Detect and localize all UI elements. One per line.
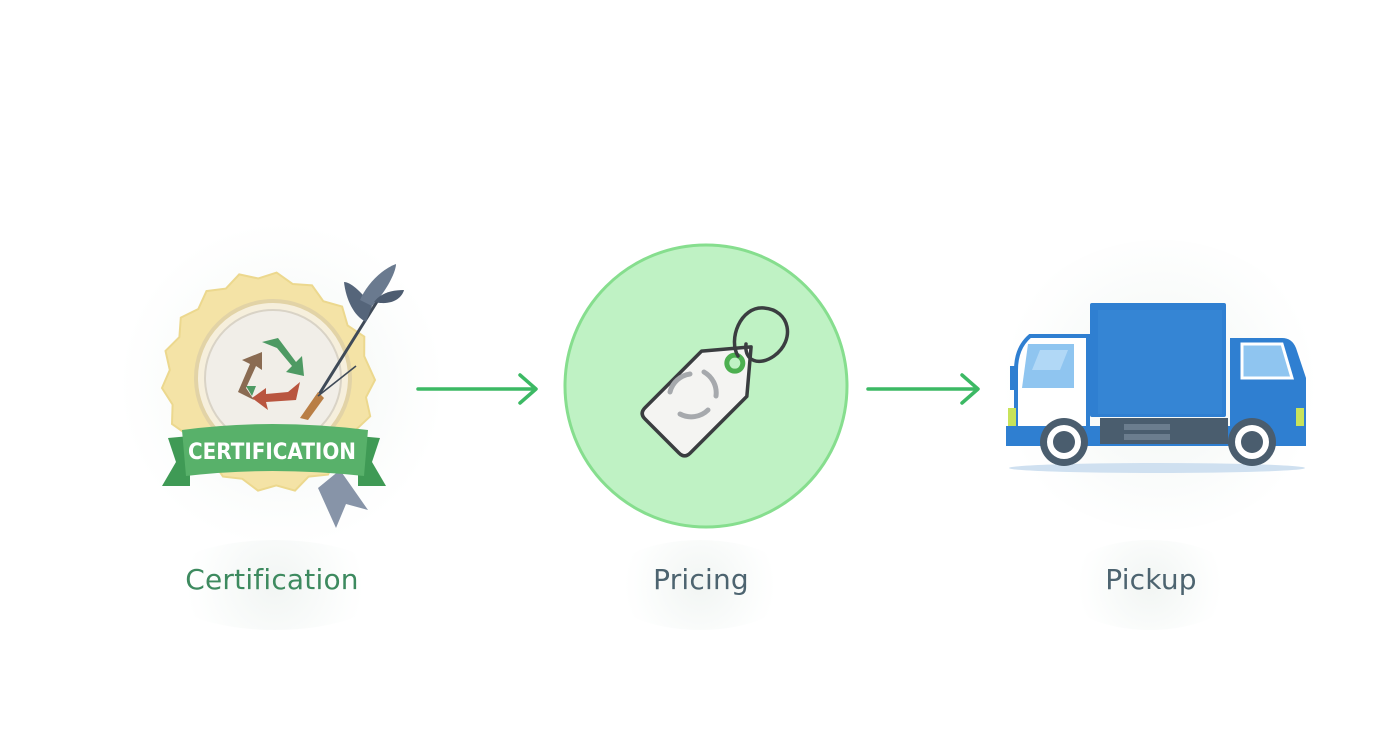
step-label-certification: Certification [185,563,359,596]
truck-wheel-rear [1228,418,1276,466]
tag-string [732,306,790,364]
step-label-pickup: Pickup [1105,563,1197,596]
truck-wheel-front [1040,418,1088,466]
certification-banner: CERTIFICATION [162,424,386,486]
label-2-glow [605,540,795,630]
recycle-icon [238,338,304,410]
price-tag-icon [563,243,849,529]
flow-arrow-1 [416,373,538,405]
label-3-glow [1060,540,1240,630]
truck-shadow [1009,463,1305,473]
step-label-pricing: Pricing [653,563,749,596]
certification-badge-icon: CERTIFICATION [160,264,404,528]
tag-recycle-mark [667,369,719,420]
label-1-glow [160,540,390,630]
delivery-truck-icon [1006,303,1306,473]
badge-ribbon-tail [318,470,368,528]
quill-icon [300,264,404,420]
flow-arrow-2 [866,373,980,405]
badge-ribbon-text: CERTIFICATION [188,440,356,465]
